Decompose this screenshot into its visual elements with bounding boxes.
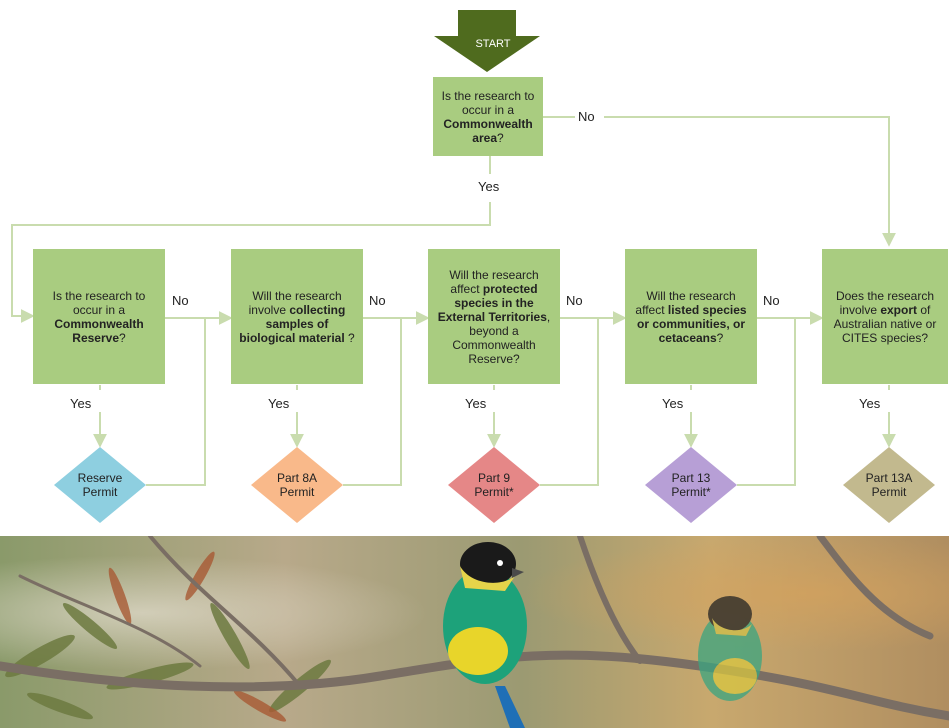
label-yes-4: Yes	[662, 396, 684, 411]
parrot-icon	[443, 542, 527, 728]
label-no-top: No	[578, 109, 595, 124]
question-commonwealth-reserve: Is the research to occur in a Commonweal…	[33, 249, 165, 384]
permit-part13-line2: Permit*	[671, 485, 711, 499]
q0-bold: Commonwealth area	[443, 116, 533, 145]
label-no-3: No	[566, 293, 583, 308]
permit-diamond-part13a	[843, 447, 935, 523]
q3-text: Will the research affect	[449, 267, 539, 296]
label-yes-3: Yes	[465, 396, 487, 411]
permit-part13-label: Part 13 Permit*	[646, 471, 736, 499]
permit-reserve-line1: Reserve	[77, 471, 123, 485]
q2-text: Will the research involve	[248, 288, 342, 317]
q4-post: ?	[716, 330, 724, 345]
q5-post: of Australian native or CITES species?	[833, 302, 937, 345]
label-yes-top: Yes	[478, 179, 500, 194]
permit-diamond-part8a	[251, 447, 343, 523]
parrots-photo	[0, 536, 949, 728]
permit-part13a-label: Part 13A Permit	[844, 471, 934, 499]
permit-part13-line1: Part 13	[671, 471, 711, 485]
parrot-icon-background	[698, 596, 762, 701]
permit-reserve-label: Reserve Permit	[55, 471, 145, 499]
permit-diamond-part9	[448, 447, 540, 523]
q2-post: ?	[344, 330, 355, 345]
permit-part8a-line2: Permit	[279, 485, 315, 499]
permit-part8a-label: Part 8A Permit	[252, 471, 342, 499]
label-yes-5: Yes	[859, 396, 881, 411]
label-yes-2: Yes	[268, 396, 290, 411]
permit-part13a-line2: Permit	[871, 485, 907, 499]
permit-part13a-line1: Part 13A	[865, 471, 913, 485]
permit-part9-label: Part 9 Permit*	[449, 471, 539, 499]
start-arrow	[434, 10, 540, 72]
q4-text: Will the research affect	[635, 288, 736, 317]
q1-bold: Commonwealth Reserve	[54, 316, 144, 345]
q5-bold: export	[880, 302, 918, 317]
question-listed-species: Will the research affect listed species …	[625, 249, 757, 384]
label-no-2: No	[369, 293, 386, 308]
label-no-1: No	[172, 293, 189, 308]
question-export: Does the research involve export of Aust…	[822, 249, 948, 384]
permit-reserve-line2: Permit	[82, 485, 118, 499]
q0-post: ?	[497, 130, 504, 145]
q5-text: Does the research involve	[835, 288, 935, 317]
q0-text: Is the research to occur in a	[441, 88, 535, 117]
question-external-territories: Will the research affect protected speci…	[428, 249, 560, 384]
q4-bold: listed species or communities, or cetace…	[636, 302, 747, 345]
q3-bold: protected species in the External Territ…	[437, 281, 547, 324]
q2-bold: collecting samples of biological materia…	[239, 302, 346, 345]
question-biological-material: Will the research involve collecting sam…	[231, 249, 363, 384]
permit-part9-line1: Part 9	[477, 471, 510, 485]
connector-lines	[11, 10, 935, 523]
start-label: START	[475, 38, 511, 50]
permit-part8a-line1: Part 8A	[276, 471, 318, 485]
q1-post: ?	[119, 330, 126, 345]
label-yes-1: Yes	[70, 396, 92, 411]
question-commonwealth-area: Is the research to occur in a Commonweal…	[433, 77, 543, 156]
permit-diamond-part13	[645, 447, 737, 523]
permit-diamond-reserve	[54, 447, 146, 523]
q3-post: , beyond a Commonwealth Reserve?	[452, 309, 551, 366]
q1-text: Is the research to occur in a	[52, 288, 146, 317]
permit-part9-line2: Permit*	[474, 485, 514, 499]
label-no-4: No	[763, 293, 780, 308]
